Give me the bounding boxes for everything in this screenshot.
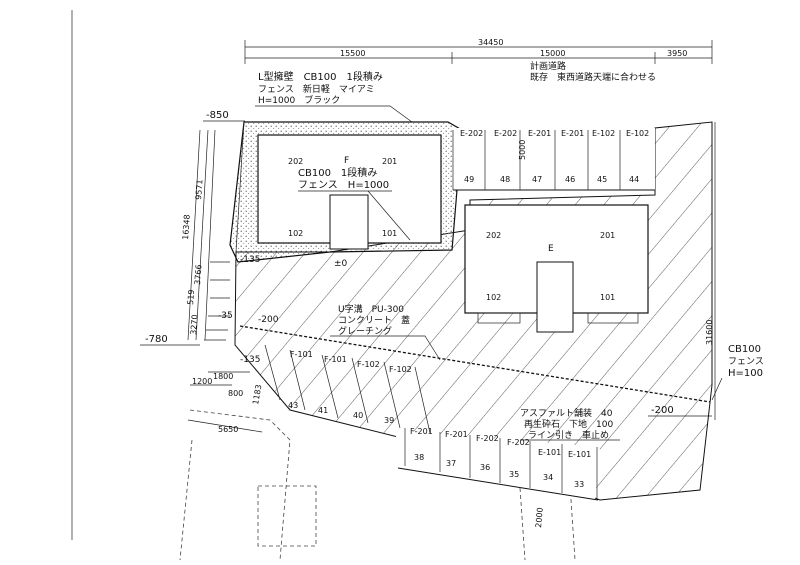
parking-top-label-5: E-102 xyxy=(592,129,615,138)
right-fence-line1: CB100 xyxy=(728,344,761,355)
dim-seg2-label: 15000 xyxy=(540,49,565,58)
building-F-note-line2: フェンス H=1000 xyxy=(298,180,389,191)
parking-top-num-47: 47 xyxy=(532,175,542,184)
parking-mid-num-40: 40 xyxy=(353,411,363,420)
building-E-unit-102: 102 xyxy=(486,293,501,302)
parking-bottom-num-35: 35 xyxy=(509,470,519,479)
dim-left-c: 519 xyxy=(186,289,196,305)
building-F-note-line1: CB100 1段積み xyxy=(298,166,377,179)
parking-top-num-46: 46 xyxy=(565,175,575,184)
level-top-left: -850 xyxy=(206,110,229,121)
building-F-unit-201: 201 xyxy=(382,157,397,166)
road-note: 既存 東西道路天端に合わせる xyxy=(530,71,656,83)
parking-top-num-45: 45 xyxy=(597,175,607,184)
parking-top-bay-depth: 5000 xyxy=(518,140,527,160)
left-dimension-group: 16348 9571 3766 519 3270 xyxy=(181,129,230,341)
building-E-unit-101: 101 xyxy=(600,293,615,302)
parking-bottom-num-38: 38 xyxy=(414,453,424,462)
dim-overall-label: 34450 xyxy=(478,38,503,47)
level-minus-35: -35 xyxy=(218,311,233,321)
building-E-unit-202: 202 xyxy=(486,231,501,240)
parking-bottom-label-3: F-202 xyxy=(476,434,499,443)
gutter-note-line1: U字溝 PU-300 xyxy=(338,303,404,315)
level-right-minus-200: -200 xyxy=(651,405,674,416)
dim-left-overall: 16348 xyxy=(181,214,192,240)
dim-left-d: 3270 xyxy=(189,314,199,335)
dim-800: 800 xyxy=(228,389,243,398)
right-fence-line3: H=100 xyxy=(728,368,763,379)
parking-mid-num-43: 43 xyxy=(288,401,298,410)
parking-top-label-6: E-102 xyxy=(626,129,649,138)
top-dimension-group: 34450 15500 15000 3950 xyxy=(244,38,713,64)
building-E-unit-201: 201 xyxy=(600,231,615,240)
parking-bottom-label-4: F-202 xyxy=(507,438,530,447)
parking-top-label-1: E-202 xyxy=(460,129,483,138)
parking-top-num-49: 49 xyxy=(464,175,474,184)
dim-5650: 5650 xyxy=(218,425,238,434)
parking-bottom-num-37: 37 xyxy=(446,459,456,468)
building-E-entrance xyxy=(536,261,574,333)
building-F-unit-202: 202 xyxy=(288,157,303,166)
level-minus-135: -135 xyxy=(240,255,260,265)
parking-bottom-label-2: F-201 xyxy=(445,430,468,439)
dim-left-a: 9571 xyxy=(194,179,204,200)
dim-1800: 1800 xyxy=(213,372,233,381)
parking-mid-label-4: F-102 xyxy=(389,365,412,374)
parking-top-row: E-202 E-202 E-201 E-201 E-102 E-102 49 4… xyxy=(452,128,655,191)
gutter-note-line3: グレーチング xyxy=(338,325,392,337)
parking-mid-num-41: 41 xyxy=(318,406,328,415)
parking-top-num-44: 44 xyxy=(629,175,639,184)
u-gutter-line xyxy=(239,325,711,403)
parking-bottom-num-33: 33 xyxy=(574,480,584,489)
dim-seg1-label: 15500 xyxy=(340,49,365,58)
gutter-note-line2: コンクリート 蓋 xyxy=(338,314,410,326)
building-E-name: E xyxy=(548,244,554,254)
parking-bottom-num-36: 36 xyxy=(480,463,490,472)
level-minus-200: -200 xyxy=(258,315,279,325)
level-zero: ±0 xyxy=(334,259,348,269)
parking-mid-num-39: 39 xyxy=(384,416,394,425)
dim-seg3-label: 3950 xyxy=(667,49,687,58)
parking-top-label-4: E-201 xyxy=(561,129,584,138)
parking-bottom-label-5: E-101 xyxy=(538,448,561,457)
parking-top-num-48: 48 xyxy=(500,175,510,184)
building-F-unit-101: 101 xyxy=(382,229,397,238)
wall-note-line1: L型擁壁 CB100 1段積み xyxy=(258,70,383,83)
level-minus-780: -780 xyxy=(145,334,168,345)
parking-mid-label-1: F-101 xyxy=(290,350,313,359)
dim-1183: 1183 xyxy=(251,384,263,406)
dim-left-b: 3766 xyxy=(193,264,203,285)
road-title: 計画道路 xyxy=(530,60,566,72)
wall-note-line2: フェンス 新日軽 マイアミ xyxy=(258,83,375,95)
parking-mid-row: F-101 F-101 F-102 F-102 43 41 40 39 xyxy=(264,344,431,434)
parking-bottom-label-6: E-101 xyxy=(568,450,591,459)
building-F-name: F xyxy=(344,156,349,166)
asphalt-note-line1: アスファルト舗装 40 xyxy=(520,407,613,419)
wall-note-line3: H=1000 ブラック xyxy=(258,94,340,106)
parking-bottom-row: F-201 F-201 F-202 F-202 E-101 E-101 38 3… xyxy=(395,427,600,528)
asphalt-note-line2: 再生砕石 下地 100 xyxy=(524,418,613,430)
parking-top-label-2: E-202 xyxy=(494,129,517,138)
parking-mid-label-2: F-101 xyxy=(324,355,347,364)
dim-right-overall: 31600 xyxy=(705,320,714,345)
parking-top-label-3: E-201 xyxy=(528,129,551,138)
asphalt-note-line3: ライン引き 車止め xyxy=(528,429,609,441)
parking-bottom-bay-width: 2000 xyxy=(534,507,545,528)
building-F-unit-102: 102 xyxy=(288,229,303,238)
parking-mid-label-3: F-102 xyxy=(357,360,380,369)
left-bottom-dims: 1800 1200 800 1183 5650 xyxy=(187,371,264,434)
parking-bottom-label-1: F-201 xyxy=(410,427,433,436)
parking-bottom-num-34: 34 xyxy=(543,473,553,482)
dim-1200: 1200 xyxy=(192,377,212,386)
existing-structure-dashed xyxy=(179,409,576,561)
building-F-entrance xyxy=(329,194,369,250)
level-minus-135b: -135 xyxy=(240,355,260,365)
right-fence-line2: フェンス xyxy=(728,357,764,367)
